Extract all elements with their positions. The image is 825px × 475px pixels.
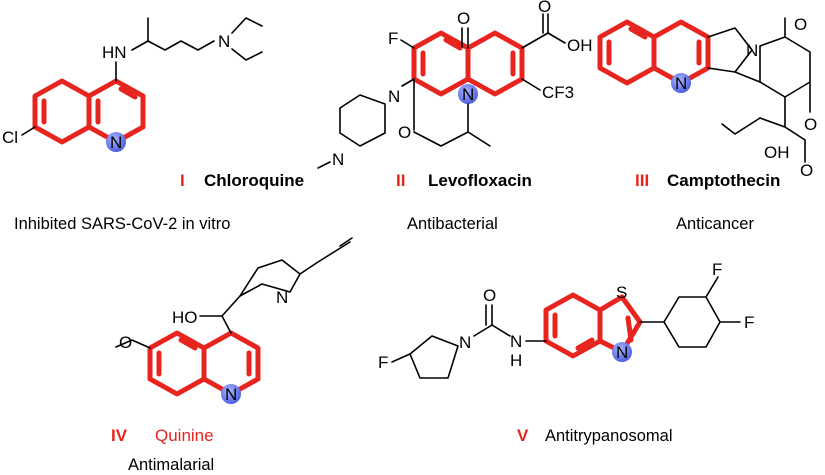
atom-label: N [218, 32, 230, 51]
benzothiazole-structure: N S F F N H O N F [378, 260, 754, 379]
compound-activity: Antitrypanosomal [545, 427, 672, 445]
atom-label: CF3 [542, 83, 574, 102]
compound-name: Quinine [155, 426, 214, 445]
atom-label: N [675, 74, 687, 93]
atom-label: N [510, 332, 522, 351]
compound-name: Camptothecin [667, 171, 780, 190]
compound-activity: Inhibited SARS-CoV-2 in vitro [14, 215, 230, 233]
atom-label: H [510, 351, 522, 370]
levofloxacin-structure: N O F O OH CF3 N N O [317, 0, 593, 169]
atom-label: O [794, 15, 807, 34]
compound-activity: Antimalarial [128, 456, 214, 474]
nitrogen-highlight [612, 342, 632, 362]
atom-label: N [746, 41, 758, 60]
atom-label: N [110, 133, 122, 152]
numeral: V [517, 426, 529, 445]
atom-label: N [332, 150, 344, 169]
atom-label: F [388, 29, 398, 48]
atom-label: S [616, 283, 627, 302]
quinine-structure: N O HO N [115, 237, 353, 404]
compound-name: Levofloxacin [428, 171, 532, 190]
atom-label: N [276, 288, 288, 307]
atom-label: O [804, 115, 817, 134]
atom-label: F [712, 260, 722, 279]
atom-label: OH [567, 36, 593, 55]
atom-label: F [378, 353, 388, 372]
numeral: II [396, 171, 405, 190]
atom-label: N [225, 385, 237, 404]
atom-label: Cl [2, 128, 18, 147]
atom-label: O [119, 333, 132, 352]
atom-label: HN [102, 43, 127, 62]
atom-label: F [744, 313, 754, 332]
chloroquine-structure: N Cl HN N [2, 17, 263, 152]
compound-name: Chloroquine [204, 171, 304, 190]
atom-label: O [457, 9, 470, 28]
nitrogen-highlight [106, 132, 126, 152]
atom-label: N [459, 333, 471, 352]
atom-label: N [616, 343, 628, 362]
atom-label: N [388, 87, 400, 106]
nitrogen-highlight [221, 384, 241, 404]
nitrogen-highlight [671, 73, 691, 93]
compound-activity: Anticancer [676, 215, 754, 233]
atom-label: O [483, 286, 496, 305]
atom-label: OH [764, 143, 790, 162]
numeral: I [180, 171, 185, 190]
numeral: IV [111, 426, 128, 445]
atom-label: O [398, 123, 411, 142]
nitrogen-highlight [458, 84, 478, 104]
compound-activity: Antibacterial [407, 215, 498, 233]
numeral: III [635, 171, 649, 190]
atom-label: O [538, 0, 551, 16]
atom-label: O [800, 161, 813, 180]
atom-label: HO [172, 308, 198, 327]
camptothecin-structure: N N O O O OH [597, 15, 817, 180]
atom-label: N [462, 85, 474, 104]
